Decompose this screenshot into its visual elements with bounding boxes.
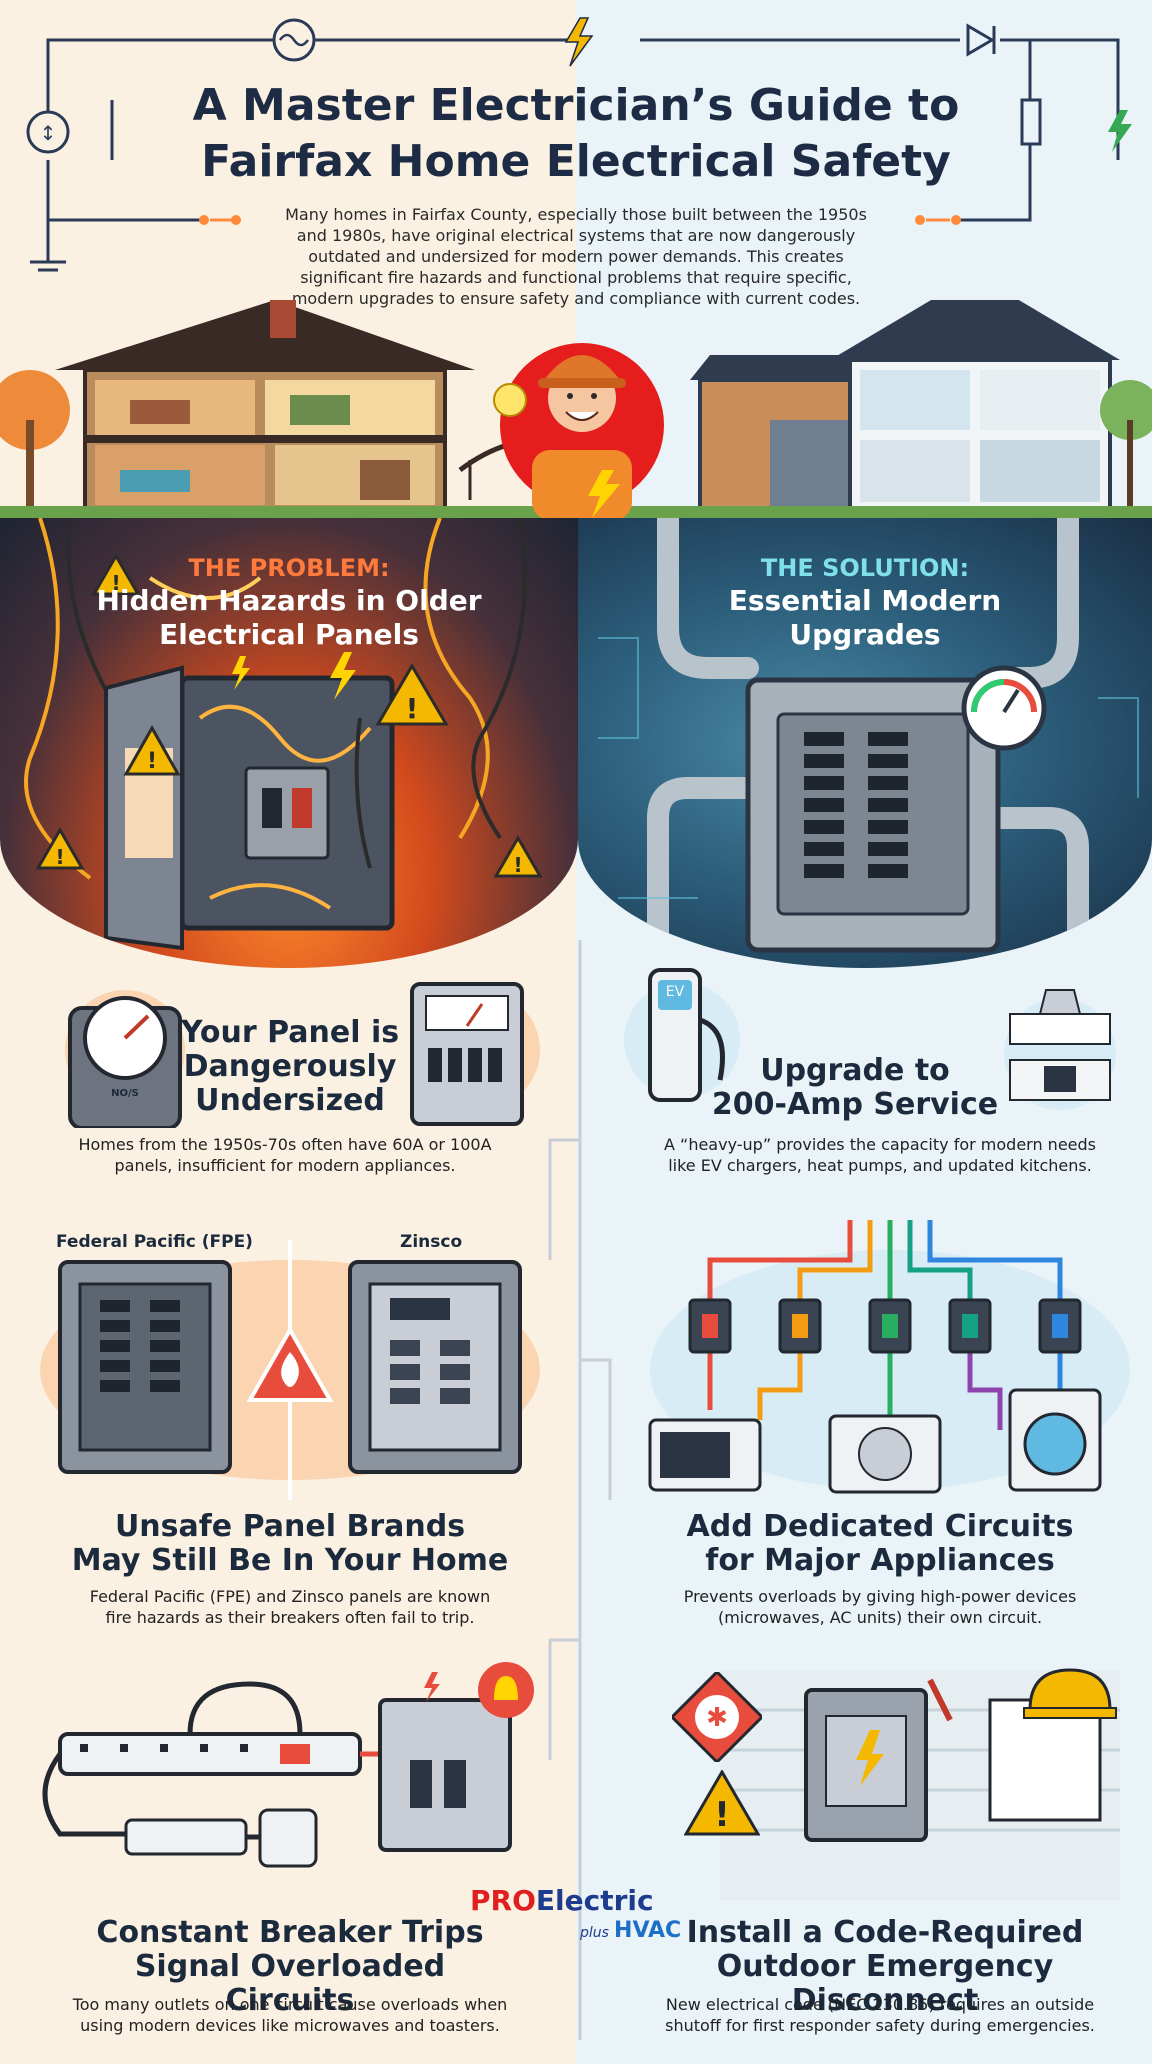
trips-title-line-1: Constant Breaker Trips (96, 1915, 484, 1950)
logo-hvac: HVAC (614, 1918, 682, 1943)
trips-title: Constant Breaker Trips Signal Overloaded… (70, 1916, 510, 2018)
outdoor-disconnect-illustration (720, 1668, 1120, 1900)
fire-department-badge-icon: ✱ (672, 1672, 762, 1762)
logo-electric: Electric (535, 1884, 654, 1917)
disconnect-title-line-2: Outdoor Emergency Disconnect (716, 1949, 1054, 2018)
wall-outlet-icon (258, 1808, 318, 1868)
ev-charger-illustration (624, 968, 740, 1102)
dedicated-circuits-illustration (648, 1220, 1130, 1494)
dedicated-text: Prevents overloads by giving high-power … (683, 1587, 1077, 1627)
warning-icon (35, 827, 85, 870)
lightning-bolt-top (564, 17, 594, 67)
svg-text:!: ! (55, 845, 64, 869)
company-logo: PROElectric plus HVAC (470, 1884, 690, 1954)
solution-headline-line-2: Upgrades (789, 618, 941, 651)
problem-section: ! ! ! ! ! THE PROBLEM: Hidden Hazards in… (0, 518, 578, 968)
unsafe-panels-illustration (40, 1240, 540, 1500)
undersized-title-line-1: Your Panel is (180, 1015, 400, 1050)
center-circuit-line (548, 940, 612, 2040)
disconnect-text: New electrical code (NEC 230.85) require… (665, 1995, 1095, 2035)
electrician-mascot (493, 343, 664, 520)
brands-title: Unsafe Panel Brands May Still Be In Your… (70, 1510, 510, 1578)
solution-kicker: THE SOLUTION: (760, 554, 970, 582)
upgrade200-title: Upgrade to 200-Amp Service (690, 1054, 1020, 1122)
solution-headline: Essential Modern Upgrades (578, 584, 1152, 652)
undersized-illustration (65, 982, 540, 1128)
undersized-text: Homes from the 1950s-70s often have 60A … (78, 1135, 492, 1175)
brands-text: Federal Pacific (FPE) and Zinsco panels … (89, 1587, 491, 1627)
undersized-title: Your Panel is Dangerously Undersized (180, 1016, 400, 1118)
disconnect-title-line-1: Install a Code-Required (686, 1915, 1084, 1950)
problem-wires: ! ! ! ! ! (24, 518, 543, 951)
undersized-title-line-2: Dangerously (183, 1049, 397, 1084)
title-line-2: Fairfax Home Electrical Safety (201, 136, 951, 187)
solution-headline-line-1: Essential Modern (728, 584, 1002, 617)
brands-title-line-2: May Still Be In Your Home (71, 1543, 509, 1578)
intro-paragraph: Many homes in Fairfax County, especially… (285, 205, 867, 308)
svg-text:✱: ✱ (706, 1703, 728, 1733)
meter-label: NO/S (111, 1088, 139, 1099)
solution-section: THE SOLUTION: Essential Modern Upgrades (578, 518, 1152, 968)
logo-plus: plus (580, 1925, 609, 1941)
upgrade200-title-line-2: 200-Amp Service (711, 1087, 999, 1122)
problem-headline: Hidden Hazards in Older Electrical Panel… (0, 584, 578, 652)
page-title: A Master Electrician’s Guide to Fairfax … (120, 78, 1032, 190)
dedicated-title: Add Dedicated Circuits for Major Applian… (650, 1510, 1110, 1578)
warning-icon-disconnect: ! (684, 1770, 760, 1836)
undersized-title-line-3: Undersized (195, 1083, 385, 1118)
ev-label: EV (665, 984, 685, 1000)
solution-pipes (598, 518, 1139, 968)
kitchen-illustration (1004, 989, 1116, 1110)
dedicated-title-line-2: for Major Appliances (705, 1543, 1055, 1578)
zinsco-label: Zinsco (400, 1232, 463, 1252)
trips-title-line-2: Signal Overloaded Circuits (134, 1949, 446, 2018)
warning-icon (493, 835, 543, 878)
svg-text:!: ! (513, 853, 522, 877)
houses-illustration (0, 300, 1152, 520)
logo-pro: PRO (470, 1884, 536, 1917)
problem-kicker: THE PROBLEM: (188, 554, 390, 582)
dedicated-title-line-1: Add Dedicated Circuits (686, 1509, 1074, 1544)
breaker-trips-illustration (42, 1662, 534, 1868)
svg-text:!: ! (147, 749, 157, 774)
disconnect-title: Install a Code-Required Outdoor Emergenc… (630, 1916, 1140, 2018)
svg-text:↕: ↕ (40, 121, 57, 145)
upgrade200-text: A “heavy-up” provides the capacity for m… (664, 1135, 1096, 1175)
brands-title-line-1: Unsafe Panel Brands (114, 1509, 466, 1544)
svg-text:!: ! (714, 1795, 730, 1835)
svg-text:!: ! (406, 692, 419, 725)
problem-headline-line-2: Electrical Panels (159, 618, 419, 651)
circuit-lines-top: ↕ (26, 17, 1132, 272)
title-line-1: A Master Electrician’s Guide to (192, 80, 960, 131)
svg-text:!: ! (111, 571, 120, 595)
upgrade200-title-line-1: Upgrade to (760, 1053, 950, 1088)
fpe-label: Federal Pacific (FPE) (56, 1232, 253, 1252)
problem-headline-line-1: Hidden Hazards in Older (96, 584, 482, 617)
warning-icon (375, 663, 449, 726)
warning-icon (123, 724, 181, 776)
trips-text: Too many outlets on one circuit cause ov… (72, 1995, 508, 2035)
hard-hat-icon (1028, 1668, 1112, 1712)
warning-icon (91, 553, 141, 596)
